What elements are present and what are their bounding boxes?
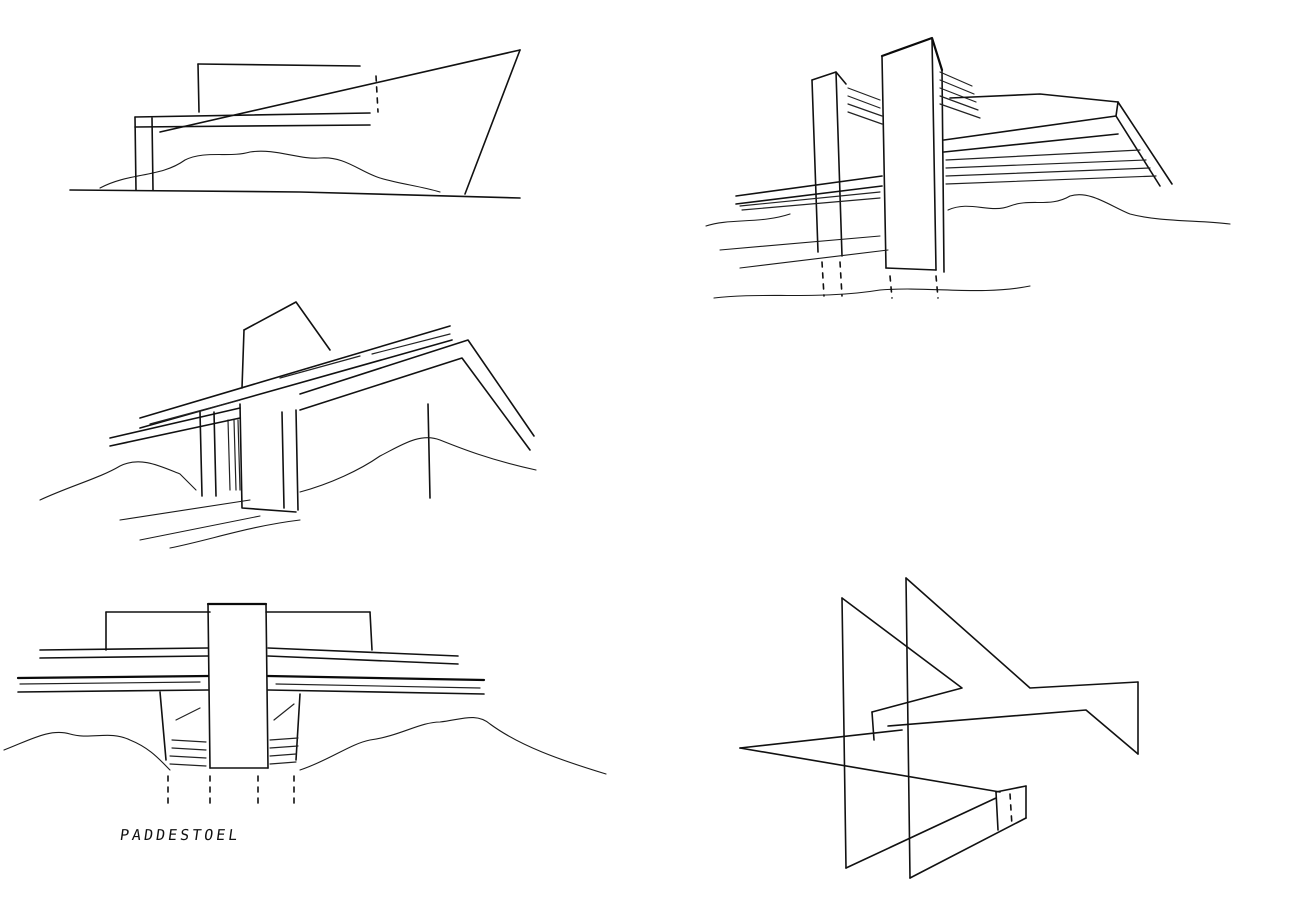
perspective-pillar-sketch — [705, 36, 1231, 299]
low-angle-perspective-sketch — [39, 301, 537, 549]
side-elevation-sketch — [69, 49, 521, 199]
abstract-planes-sketch — [739, 577, 1139, 879]
sketch-caption: PADDESTOEL — [118, 826, 242, 844]
mushroom-section-sketch — [3, 602, 607, 809]
